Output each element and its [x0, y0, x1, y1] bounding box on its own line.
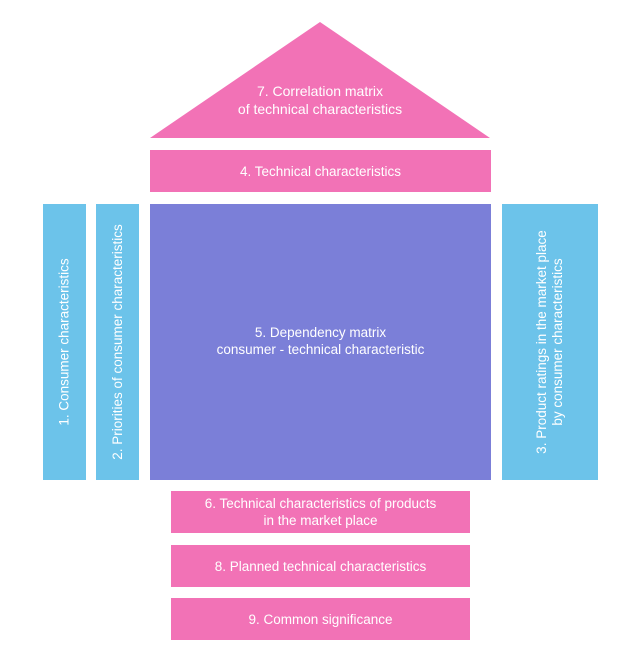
product-ratings-label: 3. Product ratings in the market place b… — [534, 230, 565, 454]
correlation-matrix-roof — [150, 22, 490, 138]
consumer-characteristics-label: 1. Consumer characteristics — [56, 258, 72, 426]
technical-characteristics-block: 4. Technical characteristics — [150, 150, 491, 192]
correlation-matrix-label: 7. Correlation matrix of technical chara… — [237, 83, 403, 117]
planned-technical-block: 8. Planned technical characteristics — [171, 545, 470, 587]
priorities-label: 2. Priorities of consumer characteristic… — [109, 224, 125, 460]
dependency-matrix-block: 5. Dependency matrix consumer - technica… — [150, 204, 491, 480]
dependency-matrix-label: 5. Dependency matrix consumer - technica… — [216, 325, 425, 357]
common-significance-block: 9. Common significance — [171, 598, 470, 640]
consumer-characteristics-block: 1. Consumer characteristics — [43, 204, 86, 480]
priorities-block: 2. Priorities of consumer characteristic… — [96, 204, 139, 480]
market-technical-block: 6. Technical characteristics of products… — [171, 491, 470, 533]
common-significance-label: 9. Common significance — [248, 611, 393, 627]
technical-characteristics-label: 4. Technical characteristics — [239, 163, 402, 179]
planned-technical-label: 8. Planned technical characteristics — [214, 558, 427, 574]
market-technical-label: 6. Technical characteristics of products… — [204, 496, 437, 528]
product-ratings-block: 3. Product ratings in the market place b… — [502, 204, 598, 480]
